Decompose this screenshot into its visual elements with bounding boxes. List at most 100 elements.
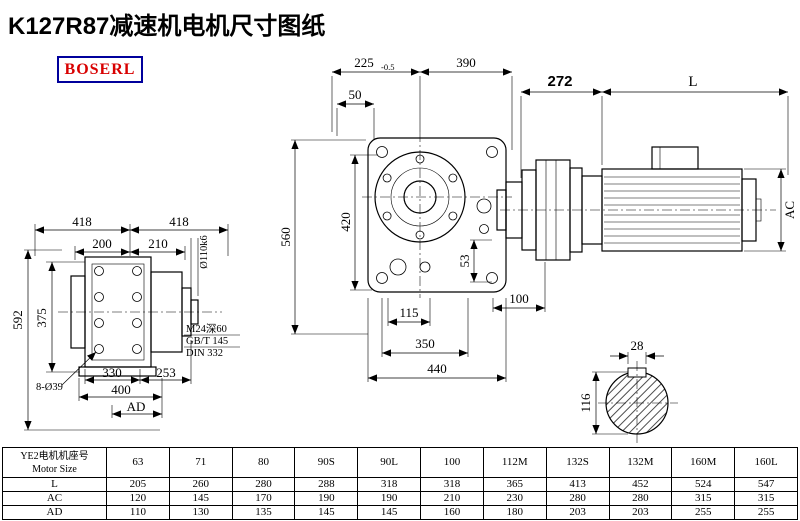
dim-418-left: 418 <box>72 214 92 229</box>
boserl-logo-text: BOSERL <box>64 60 136 78</box>
col-header: 160L <box>734 447 798 478</box>
drain-plug <box>389 258 407 276</box>
table-cell: 280 <box>231 477 296 492</box>
table-cell: 452 <box>608 477 673 492</box>
col-header: 132M <box>608 447 673 478</box>
table-row-AD: AD 110 130 135 145 145 160 180 203 203 2… <box>2 505 798 520</box>
left-view-dimensions: 418 418 200 210 592 375 Ø110k6 M24深60 GB… <box>10 214 240 431</box>
table-cell: 365 <box>482 477 547 492</box>
bolt-hole <box>132 266 142 276</box>
holes-note-8xd39: 8-Ø39 <box>36 382 63 393</box>
header-en: Motor Size <box>32 463 77 475</box>
bolt-hole <box>94 292 104 302</box>
table-cell: 280 <box>608 491 673 506</box>
table-cell: 260 <box>168 477 233 492</box>
page-title: K127R87减速机电机尺寸图纸 <box>8 13 326 40</box>
shaft-section-view: 28 116 <box>578 338 678 443</box>
table-row-L: L 205 260 280 288 318 318 365 413 452 52… <box>2 477 798 492</box>
table-row-AC: AC 120 145 170 190 190 210 230 280 280 3… <box>2 491 798 506</box>
dim-440: 440 <box>427 361 447 376</box>
table-cell: 255 <box>734 505 798 520</box>
dim-115: 115 <box>399 305 418 320</box>
col-header: 112M <box>482 447 547 478</box>
table-cell: 230 <box>482 491 547 506</box>
dim-28: 28 <box>631 338 644 353</box>
table-cell: 205 <box>106 477 170 492</box>
col-header: 160M <box>671 447 736 478</box>
table-cell: 413 <box>545 477 610 492</box>
dim-AD: AD <box>127 399 146 414</box>
table-cell: 145 <box>294 505 359 520</box>
boserl-logo: BOSERL <box>57 56 143 83</box>
table-cell: 160 <box>420 505 484 520</box>
dim-390: 390 <box>456 55 476 70</box>
thread-note-m24: M24深60 <box>186 323 227 335</box>
dim-253: 253 <box>156 365 176 380</box>
left-view: 418 418 200 210 592 375 Ø110k6 M24深60 GB… <box>10 214 240 431</box>
bolt-hole <box>132 292 142 302</box>
table-header-row: YE2电机机座号 Motor Size 63 71 80 90S 90L 100… <box>2 447 798 478</box>
table-cell: 130 <box>168 505 233 520</box>
dim-560: 560 <box>278 227 293 247</box>
bolt-hole <box>94 318 104 328</box>
bolt-hole <box>94 344 104 354</box>
table-cell: 280 <box>545 491 610 506</box>
gearbox-front-view: 225 -0.5 390 50 560 420 53 115 <box>278 55 546 382</box>
dim-200: 200 <box>92 236 112 251</box>
motor-side-view: 272 L AC <box>496 73 797 261</box>
shaft-dimensions: 28 116 <box>578 338 664 435</box>
bolt-hole <box>132 318 142 328</box>
table-cell: 288 <box>294 477 359 492</box>
dim-400: 400 <box>111 382 131 397</box>
dim-AC: AC <box>782 201 797 219</box>
plug-hole <box>476 198 492 214</box>
dim-shaft-diameter: Ø110k6 <box>199 235 210 268</box>
header-cn: YE2电机机座号 <box>20 450 89 462</box>
table-cell: 315 <box>671 491 736 506</box>
dim-116: 116 <box>578 393 593 413</box>
bolt-hole <box>132 344 142 354</box>
dim-225-tolerance: -0.5 <box>381 62 394 72</box>
table-cell: 524 <box>671 477 736 492</box>
table-cell: 547 <box>734 477 798 492</box>
dim-592: 592 <box>10 310 25 330</box>
table-cell: 190 <box>357 491 422 506</box>
row-label: AD <box>2 505 107 520</box>
col-header: 63 <box>106 447 170 478</box>
col-header: 90L <box>357 447 422 478</box>
thread-note-din: DIN 332 <box>186 348 223 359</box>
table-cell: 318 <box>420 477 484 492</box>
table-cell: 145 <box>168 491 233 506</box>
col-header: 100 <box>420 447 484 478</box>
row-label: AC <box>2 491 107 506</box>
table-cell: 318 <box>357 477 422 492</box>
table-cell: 315 <box>734 491 798 506</box>
col-header: 132S <box>545 447 610 478</box>
thread-note-gbt: GB/T 145 <box>186 336 228 347</box>
dim-50: 50 <box>349 87 362 102</box>
motor-size-header: YE2电机机座号 Motor Size <box>2 447 107 478</box>
dim-225: 225 <box>354 55 374 70</box>
dim-100: 100 <box>509 291 529 306</box>
dim-272: 272 <box>547 73 572 90</box>
col-header: 71 <box>168 447 233 478</box>
table-cell: 145 <box>357 505 422 520</box>
dim-330: 330 <box>102 365 122 380</box>
table-cell: 170 <box>231 491 296 506</box>
table-cell: 203 <box>608 505 673 520</box>
dim-375: 375 <box>34 308 49 328</box>
terminal-box <box>651 146 699 170</box>
motor-size-table: YE2电机机座号 Motor Size 63 71 80 90S 90L 100… <box>2 447 798 520</box>
table-cell: 135 <box>231 505 296 520</box>
dim-350: 350 <box>415 336 435 351</box>
table-cell: 210 <box>420 491 484 506</box>
col-header: 90S <box>294 447 359 478</box>
motor-dimensions: 272 L AC <box>520 73 797 252</box>
dim-420: 420 <box>338 212 353 232</box>
table-cell: 120 <box>106 491 170 506</box>
table-cell: 203 <box>545 505 610 520</box>
dim-53: 53 <box>457 255 472 268</box>
dim-210: 210 <box>148 236 168 251</box>
table-cell: 110 <box>106 505 170 520</box>
row-label: L <box>2 477 107 492</box>
